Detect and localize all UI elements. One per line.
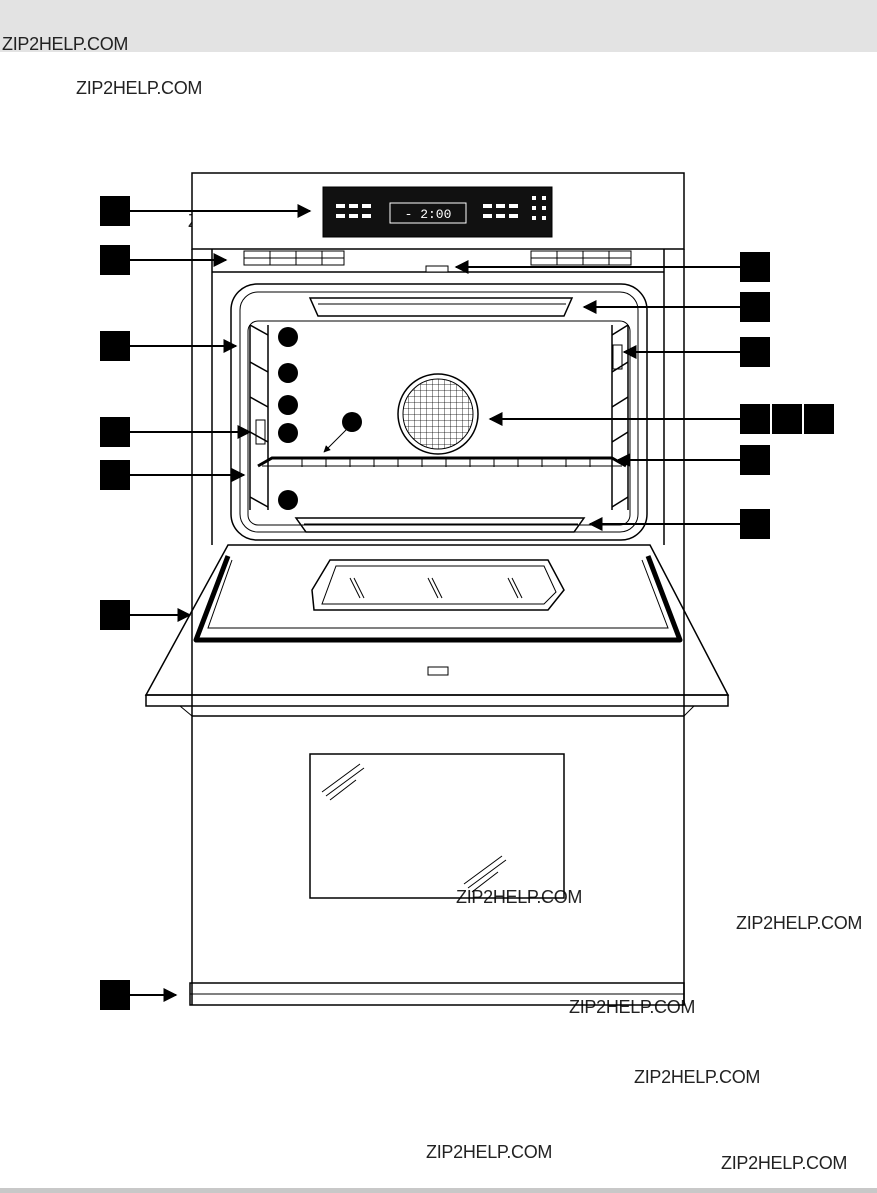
callout-box [100,980,130,1010]
left-callouts [100,196,312,1010]
callout-box [100,196,130,226]
callout-box [740,445,770,475]
callout-box [100,600,130,630]
lower-oven [189,715,685,1006]
watermark-text: ZIP2HELP.COM [76,78,203,98]
rack-position-markers [278,327,362,510]
callout-box [740,292,770,322]
rack-guides [249,324,629,510]
door-switch [425,265,449,273]
clock-display [389,202,467,224]
oven-frame [191,249,685,1005]
header-band [0,0,877,52]
oven-cavity [230,283,648,541]
callout-box [100,417,130,447]
callout-box [100,331,130,361]
right-callouts [454,252,834,539]
callout-box [740,404,770,434]
clock-readout: - 2:00 [405,207,452,222]
rack-position-dot [278,363,298,383]
watermark-text: ZIP2HELP.COM [736,913,863,933]
callout-box [100,460,130,490]
watermark-text: ZIP2HELP.COM [426,1142,553,1162]
watermark-text: ZIP2HELP.COM [721,1153,848,1173]
callout-box [100,245,130,275]
upper-vents [243,250,632,266]
footer-rule [0,1188,877,1193]
watermark-text: ZIP2HELP.COM [569,997,696,1017]
oven-rack [257,456,627,468]
callout-box [740,337,770,367]
callout-box [740,509,770,539]
convection-fan [397,373,479,455]
callout-box [740,252,770,282]
rack-position-dot [278,423,298,443]
callout-box [804,404,834,434]
callout-box [772,404,802,434]
oven-door-open [144,544,730,717]
rack-pointer [323,429,347,453]
watermark-text: ZIP2HELP.COM [634,1067,761,1087]
rack-position-dot [278,395,298,415]
rack-position-dot [278,490,298,510]
watermark-text: ZIP2HELP.COM [2,34,129,54]
watermark-text: ZIP2HELP.COM [456,887,583,907]
lower-oven-window [309,753,565,899]
rack-callout-dot [342,412,362,432]
rack-position-dot [278,327,298,347]
